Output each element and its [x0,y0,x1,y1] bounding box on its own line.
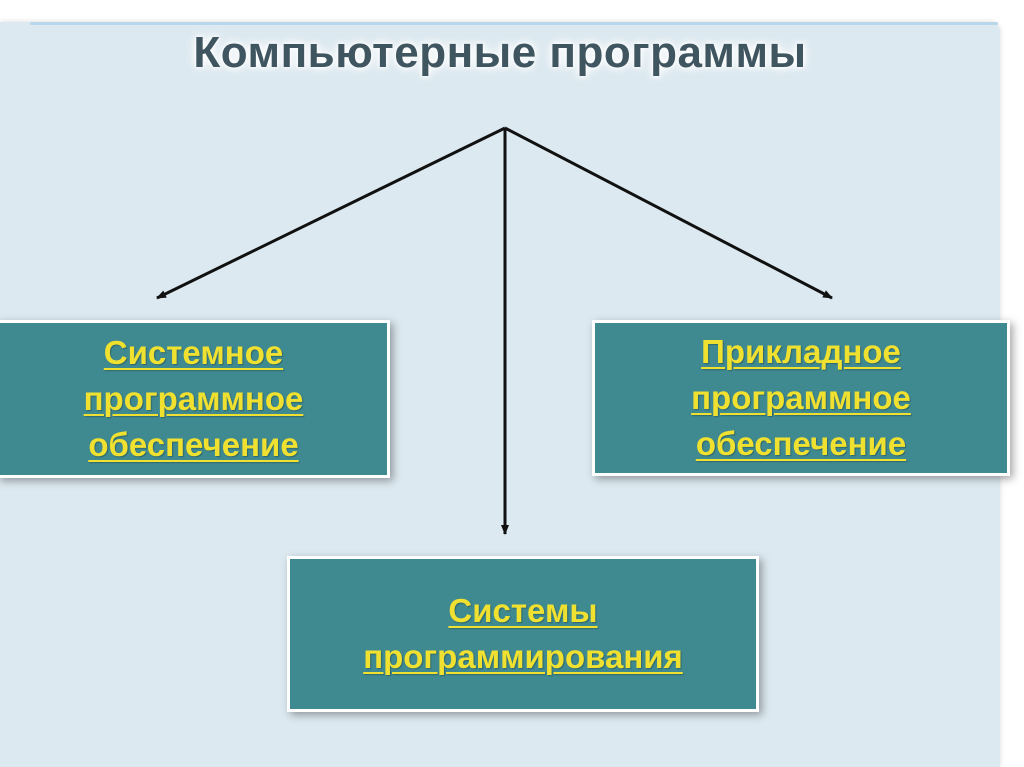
slide-top-border [30,22,998,25]
system-software-line-3: обеспечение [88,426,299,463]
applied-software-line-1: Прикладное [701,333,901,370]
applied-software-line-3: обеспечение [695,425,907,462]
diagram-title: Компьютерные программы [193,28,807,77]
arrow-to-system [156,126,506,300]
system-software-line-2: программное [83,380,304,417]
applied-software-line-2: программное [691,379,911,416]
system-software-box: Системное программное обеспечение [0,320,390,478]
arrow-to-applied [504,126,833,300]
programming-systems-line-2: программирования [363,638,683,675]
applied-software-box: Прикладное программное обеспечение [592,320,1010,476]
programming-systems-box: Системы программирования [287,556,759,712]
programming-systems-line-1: Системы [448,592,598,629]
system-software-line-1: Системное [103,334,284,371]
